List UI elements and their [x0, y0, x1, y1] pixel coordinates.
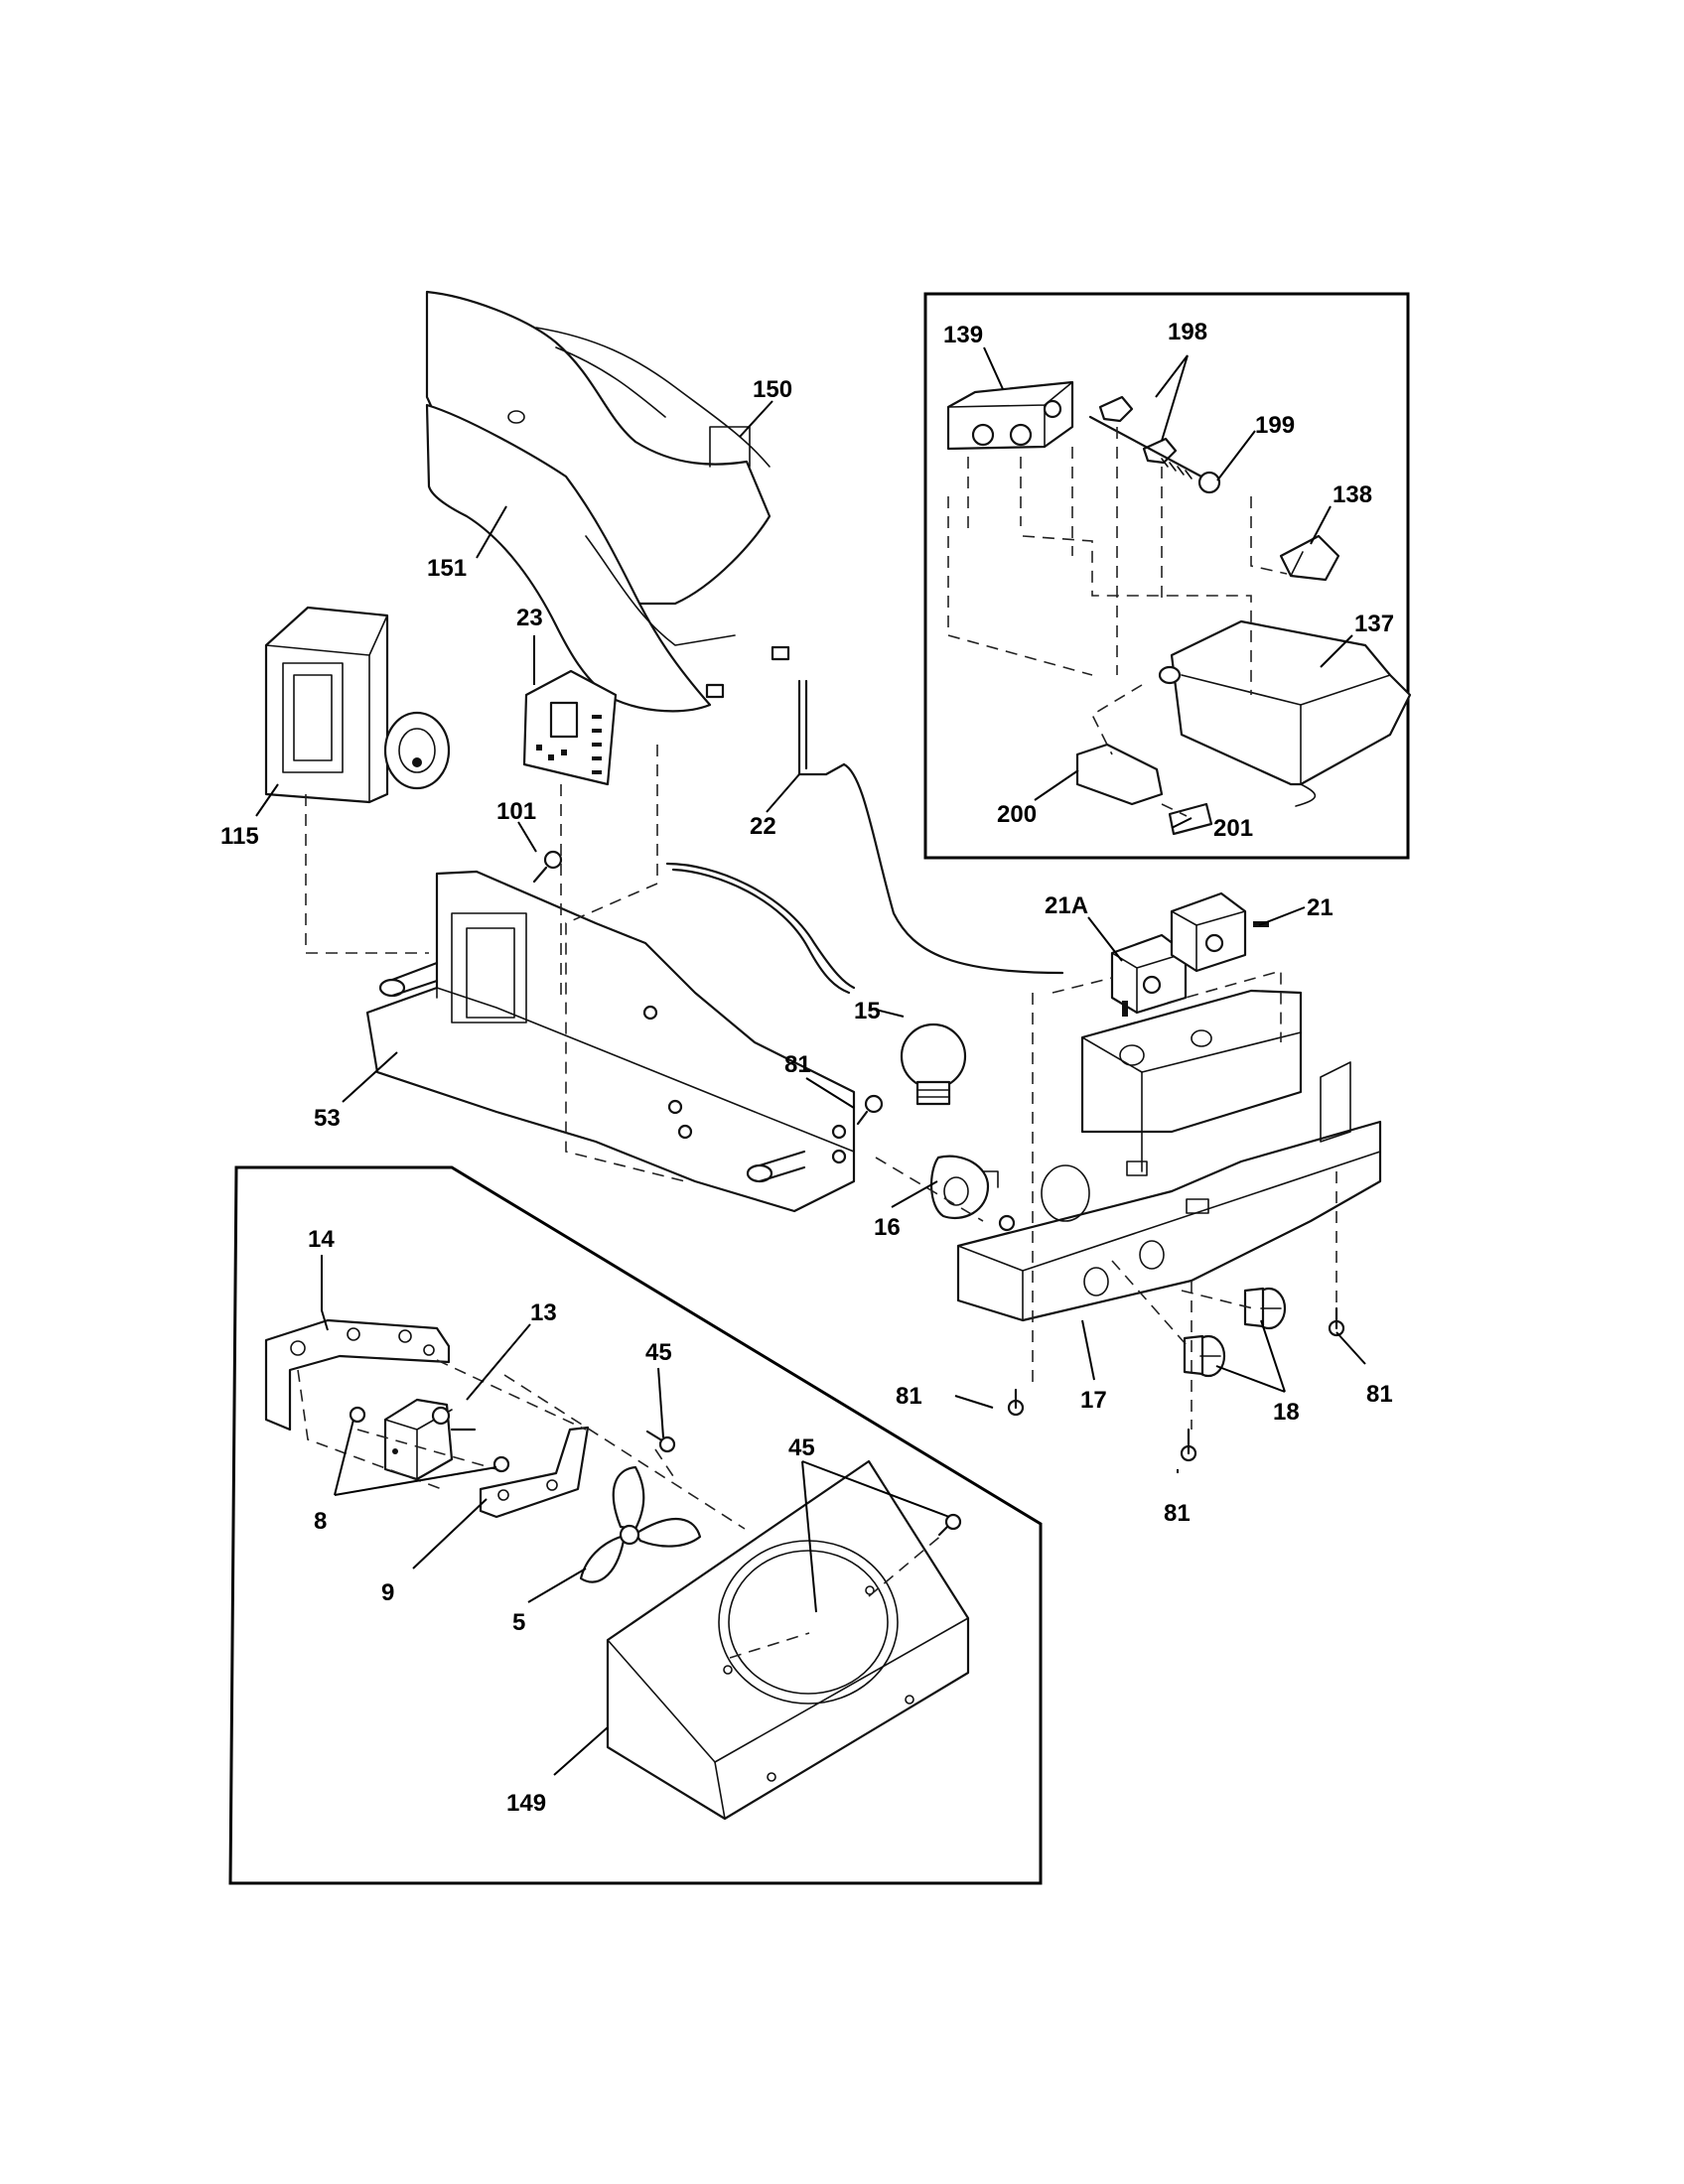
bulb-15: [900, 1023, 967, 1106]
control-board-23: [522, 669, 618, 786]
timer-115: [264, 606, 451, 804]
callout-45-shroud: 45: [788, 1434, 815, 1461]
screw-81-left: [1007, 1388, 1025, 1417]
callout-9: 9: [381, 1579, 394, 1606]
assembly-guide-lines: [297, 427, 1337, 1659]
callout-14: 14: [308, 1226, 335, 1253]
callout-15: 15: [854, 998, 881, 1024]
knob-18b: [1183, 1334, 1226, 1378]
screw-81-housing: [856, 1094, 884, 1126]
pad-200: [1075, 743, 1164, 806]
callout-81-right: 81: [1366, 1381, 1393, 1408]
screw-81-right: [1328, 1306, 1345, 1337]
screw-45-top: [645, 1430, 676, 1453]
callout-18: 18: [1273, 1399, 1300, 1426]
wire-harness-22: [665, 679, 1064, 995]
fan-inset-box: [228, 1165, 1043, 1885]
callout-150: 150: [753, 376, 792, 403]
callout-137: 137: [1354, 611, 1394, 637]
callout-leaders: [255, 346, 1366, 1776]
callout-81-left: 81: [896, 1383, 922, 1410]
callout-149: 149: [506, 1790, 546, 1817]
callout-199: 199: [1255, 412, 1295, 439]
callout-13: 13: [530, 1299, 557, 1326]
callout-22: 22: [750, 813, 776, 840]
spring-rod-199: [1088, 415, 1221, 494]
grommets-8: [349, 1406, 510, 1473]
switch-21: [1170, 891, 1269, 973]
switch-21A: [1110, 933, 1188, 1017]
callout-198: 198: [1168, 319, 1207, 345]
callout-138: 138: [1333, 481, 1372, 508]
bracket-14: [264, 1318, 451, 1432]
callout-139: 139: [943, 322, 983, 348]
callout-5: 5: [512, 1609, 525, 1636]
callout-labels: 150 151 23 115 101 22 53 81 15 16 21A 21…: [220, 319, 1394, 1817]
callout-16: 16: [874, 1214, 901, 1241]
callout-21: 21: [1307, 894, 1333, 921]
callout-17: 17: [1080, 1387, 1107, 1414]
bracket-9: [479, 1426, 590, 1519]
light-housing-53: [365, 870, 856, 1213]
chute-liner-151: [425, 403, 790, 713]
screw-81-bottom: [1180, 1428, 1197, 1462]
callout-115: 115: [220, 823, 259, 850]
callout-200: 200: [997, 801, 1037, 828]
callout-21A: 21A: [1045, 892, 1088, 919]
callout-201: 201: [1213, 815, 1253, 842]
fan-motor-13: [383, 1398, 477, 1481]
lamp-socket-16: [929, 1155, 999, 1220]
callout-53: 53: [314, 1105, 341, 1132]
screw-45-right: [937, 1513, 962, 1537]
fan-blade-5: [579, 1465, 702, 1583]
screw-101: [532, 850, 563, 884]
callout-23: 23: [516, 605, 543, 631]
actuator-139: [946, 380, 1074, 451]
dispenser-housing-17: [956, 989, 1382, 1322]
callout-81-bottom: 81: [1164, 1500, 1191, 1527]
callout-101: 101: [496, 798, 536, 825]
callout-8: 8: [314, 1508, 327, 1535]
knob-18a: [1243, 1287, 1287, 1330]
dispenser-inset-box: [923, 292, 1410, 860]
bracket-138: [1279, 534, 1340, 582]
callout-45-top: 45: [645, 1339, 672, 1366]
callout-151: 151: [427, 555, 467, 582]
callout-81-housing: 81: [784, 1051, 811, 1078]
paddle-137: [1158, 619, 1412, 807]
